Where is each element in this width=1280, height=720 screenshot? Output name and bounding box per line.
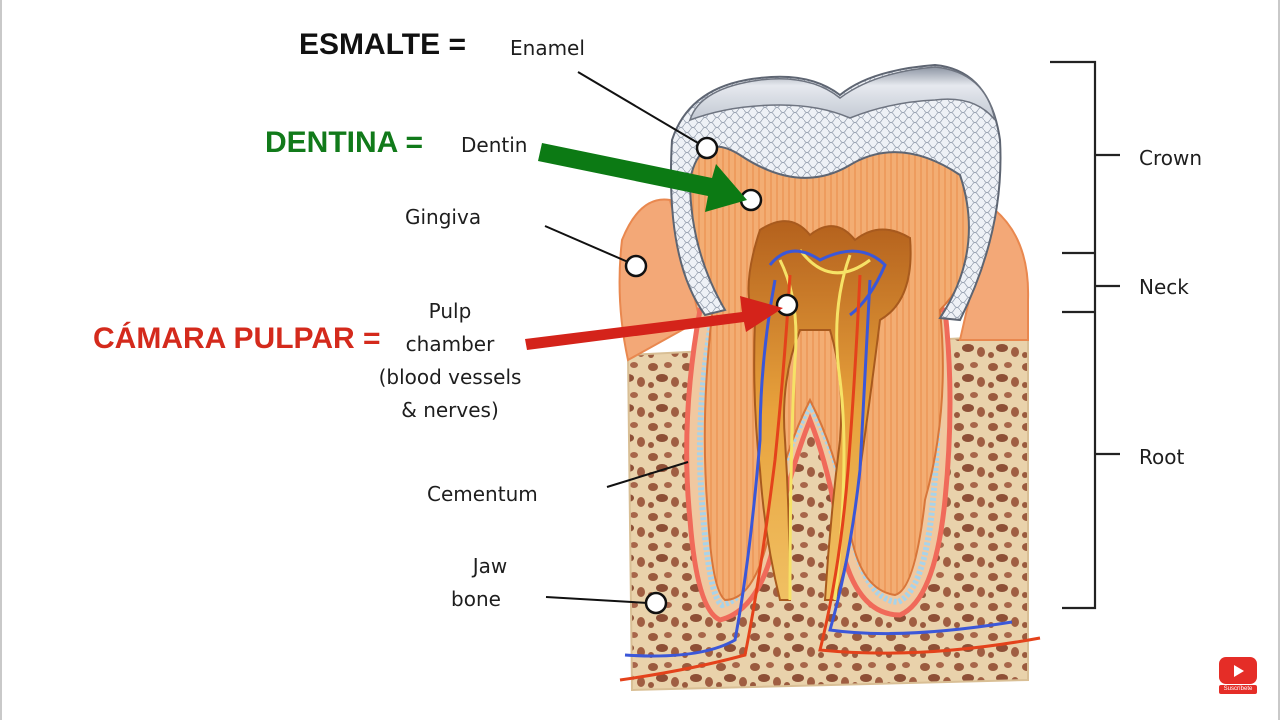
vein-lines [624,249,1013,658]
enamel-leader [577,71,699,144]
crown-label: Crown [1139,146,1203,170]
gingiva-right [958,208,1030,341]
camara-arrow [525,296,783,350]
enamel-label: Enamel [510,36,585,60]
jaw-label-line-2: bone [451,587,501,611]
enamel-pointer [695,136,719,160]
dentin-label: Dentin [461,133,528,157]
root-pdl-blue [697,315,941,609]
frame-edge-right [1278,0,1280,720]
subscribe-label: Suscríbete [1219,685,1257,694]
cementum-label: Cementum [427,482,538,506]
youtube-play-icon [1219,657,1257,684]
camara-annotation: CÁMARA PULPAR = [93,322,381,355]
anatomy-bracket [1050,60,1120,610]
enamel-top-surface [688,66,996,122]
cementum-leader [606,461,689,488]
gingiva-leader [544,225,629,263]
pulp-label-line-2: chamber [405,332,495,356]
artery-lines [619,274,1041,682]
dentina-arrow [538,143,747,212]
neck-label: Neck [1139,275,1189,299]
subscribe-button[interactable]: Suscríbete [1219,657,1257,695]
enamel-crown [669,63,1002,322]
jaw-bone-pointer [644,591,668,615]
esmalte-annotation: ESMALTE = [299,28,466,61]
dentina-annotation: DENTINA = [265,126,424,159]
gingiva-label: Gingiva [405,205,482,229]
jaw-bone-leader [545,596,649,604]
jaw-label-line-1: Jaw [472,554,508,578]
pulp-chamber-label: Pulp chamber (blood vessels & nerves) [360,295,540,427]
root-label: Root [1139,445,1185,469]
gingiva-pointer [624,254,648,278]
pulp-label-line-1: Pulp [428,299,472,323]
pulp-label-line-4: & nerves) [401,398,499,422]
jaw-bone-label: Jaw bone [400,550,580,616]
frame-edge-left [0,0,2,720]
pulp-pointer [775,293,799,317]
pulp-label-line-3: (blood vessels [378,365,522,389]
